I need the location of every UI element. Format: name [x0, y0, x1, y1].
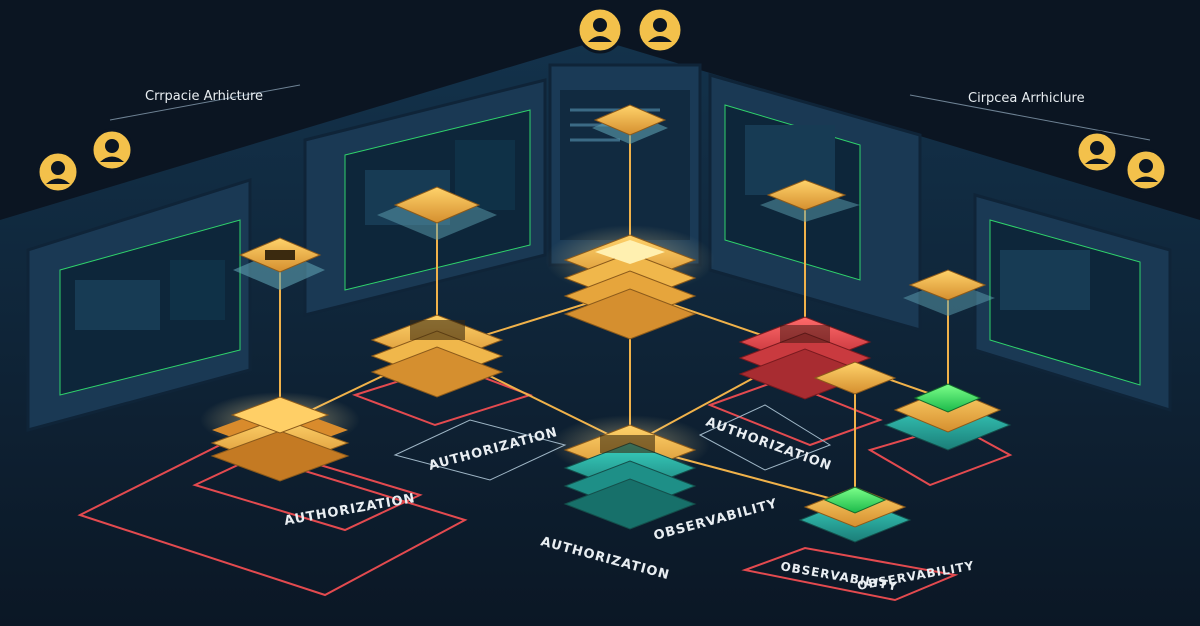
title-right: Cirpcea Arrhiclure	[968, 91, 1085, 106]
title-left: Crrpacie Arhicture	[145, 89, 263, 104]
